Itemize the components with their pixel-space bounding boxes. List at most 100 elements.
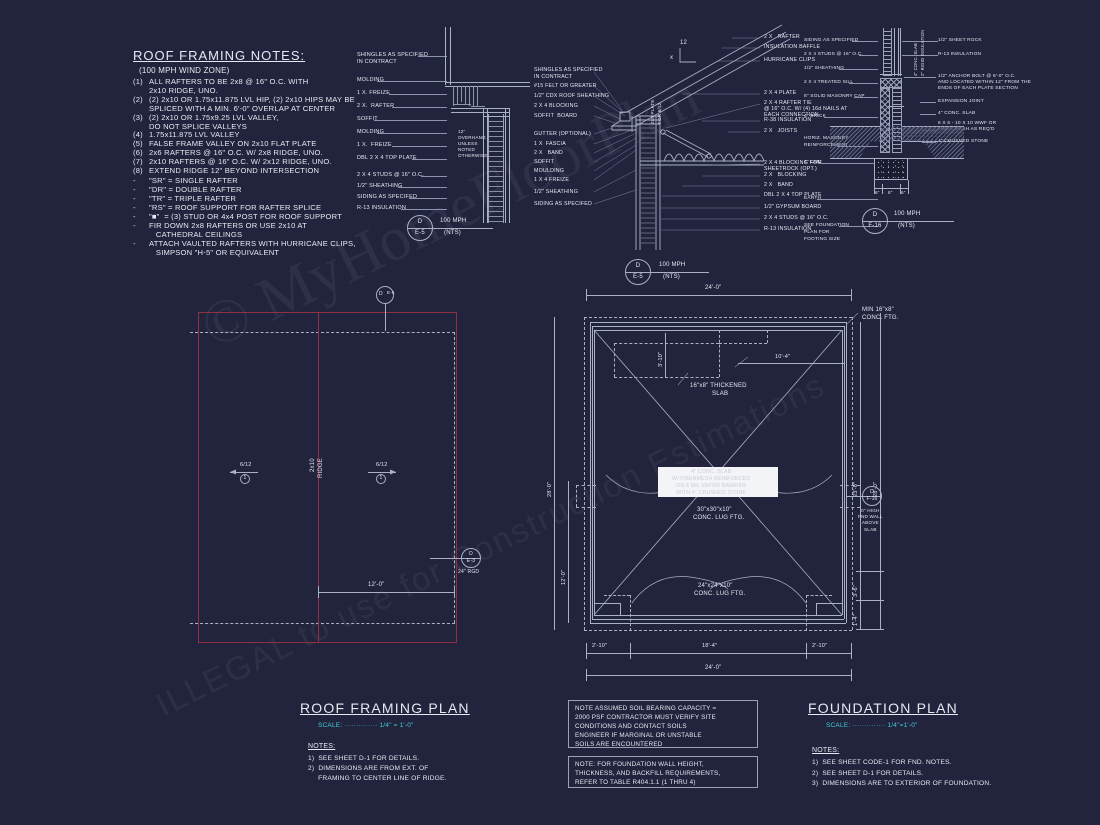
bullet-dash-icon xyxy=(133,249,149,258)
fnd-dim-left-outer-text: 28'-0" xyxy=(547,481,553,497)
leader-line xyxy=(902,41,938,42)
fnd-dim-bottom-total-text: 24'-0" xyxy=(705,665,722,671)
detail-rake-note2: (NTS) xyxy=(663,274,680,280)
detail-rake-label-right: 2 X 4 STUDS @ 16" O.C. xyxy=(764,215,829,221)
detail-foundation-vertical-note: 4" CONC. SLAB xyxy=(913,43,918,76)
detail-foundation-label-right: 6 X 6 - 10 X 10 WWF OR xyxy=(938,121,997,126)
detail-foundation-label-left: 2 X 4 STUDS @ 16" O.C. xyxy=(804,52,863,57)
detail-foundation-label-left: 2 X 4 TREATED SILL xyxy=(804,80,854,85)
leader-line xyxy=(824,117,878,118)
fnd-interior-dim-h xyxy=(738,363,844,364)
fnd-callout-min-ftg-2: CONC. FTG. xyxy=(862,315,899,321)
detail-foundation-label-left: PLAN FOR xyxy=(804,230,830,235)
roof-dim-line xyxy=(318,592,454,593)
detail-foundation-label-right: ENDS OF EACH PLATE SECTION xyxy=(938,86,1019,91)
leader-line xyxy=(400,209,447,210)
foundation-plan: 24'-0" xyxy=(547,285,900,681)
fnd-callout-lug24-2: CONC. LUG FTG. xyxy=(694,591,746,597)
detail-foundation-label-left: 4" CMU xyxy=(804,160,822,165)
detail-rake-label-left: SOFFIT BOARD xyxy=(534,113,578,119)
fnd-wall-note-line: REFER TO TABLE R404.1.1 (1 THRU 4) xyxy=(575,778,696,786)
pitch-mark-x: x xyxy=(670,55,674,61)
roof-note-line: (8)EXTEND RIDGE 12" BEYOND INTERSECTION xyxy=(133,166,356,176)
detail-bubble-sheet: F-16 xyxy=(868,222,882,229)
detail-bubble-letter: D xyxy=(635,263,641,270)
detail-foundation-label-left: 4" BRICK xyxy=(804,114,826,119)
detail-rake-label-right: 2 X BAND xyxy=(764,182,794,188)
leader-line xyxy=(377,81,447,82)
leader-line xyxy=(374,120,447,121)
roof-note-bullet: SIMPSON "H-5" OR EQUIVALENT xyxy=(133,247,356,258)
detail-rake-label-right: 1/2" GYPSUM BOARD xyxy=(764,204,822,210)
foundation-plan-note: 3) DIMENSIONS ARE TO EXTERIOR OF FOUNDAT… xyxy=(812,779,992,787)
framing-outline-bottom xyxy=(190,623,455,624)
detail-eave-inline-note: NOTED xyxy=(458,147,476,152)
leader-line xyxy=(920,102,936,103)
roof-note-bullet-text: "SR" = SINGLE RAFTER xyxy=(149,176,238,186)
rafter-tag-number: 1 xyxy=(243,475,247,482)
foundation-plan-note: 1) SEE SHEET CODE-1 FOR FND. NOTES. xyxy=(812,759,952,767)
roof-note-number: (7) xyxy=(133,157,143,167)
fnd-bubble-extra-line: FND WALL xyxy=(858,514,883,520)
detail-bubble-letter: D xyxy=(417,219,423,226)
roof-note-bullet: -"SR" = SINGLE RAFTER xyxy=(133,176,356,186)
roof-note-bullet: -"RS" = ROOF SUPPORT FOR RAFTER SPLICE xyxy=(133,203,356,213)
detail-foundation-label-right: 4" CONC. SLAB xyxy=(938,111,976,116)
fnd-soil-note-line: NOTE ASSUMED SOIL BEARING CAPACITY = xyxy=(575,705,717,712)
roof-note-bullet-text: "RS" = ROOF SUPPORT FOR RAFTER SPLICE xyxy=(149,203,322,213)
roof-note-number: (5) xyxy=(133,139,143,149)
roof-note-bullet: -"TR" = TRIPLE RAFTER xyxy=(133,194,356,204)
roof-note-text: (2) 2x10 OR 1.75x9.25 LVL VALLEY, xyxy=(149,112,279,122)
bullet-dash-icon: - xyxy=(133,212,136,222)
roof-plan-bubble-right: D E-3 xyxy=(461,548,481,568)
leader-line xyxy=(412,159,447,160)
detail-foundation-label-left: 8" SOLID MASONRY CAP xyxy=(804,94,865,99)
leader-line xyxy=(397,187,447,188)
roof-note-bullet-text: SIMPSON "H-5" OR EQUIVALENT xyxy=(149,247,280,257)
roof-framing-plan: 2x10 RIDGE 6/12 1 6/12 1 12'-0" D xyxy=(190,286,481,660)
bubble-letter: D xyxy=(870,488,874,495)
roof-note-bullet: -FIR DOWN 2x8 RAFTERS OR USE 2x10 AT xyxy=(133,221,356,231)
roof-note-number: (2) xyxy=(133,94,143,104)
fnd-dim-bottom-seg-line xyxy=(586,653,851,654)
detail-bubble-rake: D E-5 xyxy=(625,259,651,285)
detail-rake-vertical-note: FOR 6/12 xyxy=(657,102,662,124)
fnd-note-box-wall: NOTE: FOR FOUNDATION WALL HEIGHT,THICKNE… xyxy=(568,756,758,788)
detail-eave-label: 1 X. FREIZE xyxy=(357,90,391,96)
roof-note-line: (2)(2) 2x10 OR 1.75x11.875 LVL HIP, (2) … xyxy=(133,94,356,105)
roof-note-line: (1)ALL RAFTERS TO BE 2x8 @ 16" O.C. WITH xyxy=(133,77,356,87)
roof-plan-title: ROOF FRAMING PLAN xyxy=(300,700,470,716)
fnd-dim-bottom-seg3: 2'-10" xyxy=(812,643,828,649)
bubble-letter: D xyxy=(379,291,383,297)
detail-foundation-label-left: FOOTING SIZE xyxy=(804,237,841,242)
pitch-mark-12: 12 xyxy=(680,40,688,46)
fnd-slab-note-line: 4" CONC. SLAB xyxy=(691,469,732,475)
fnd-soil-note-line: SOILS ARE ENCOUNTERED xyxy=(575,740,663,748)
fnd-soil-note-line: CONDITIONS AND CONTACT SOILS xyxy=(575,722,687,730)
wall-stud-hatch xyxy=(883,28,892,76)
detail-eave-label: SOFFIT xyxy=(357,116,378,122)
roof-note-line: (7) 2x10 RAFTERS @ 16" O.C. W/ 2x12 RIDGE… xyxy=(133,157,356,167)
roof-note-bullet: CATHEDRAL CEILINGS xyxy=(133,230,356,240)
detail-foundation-label-right: AND LOCATED WITHIN 12" FROM THE xyxy=(938,80,1032,85)
detail-foundation-label-right: 1/2" ANCHOR BOLT @ 6'-0" O.C. xyxy=(938,74,1016,79)
fnd-dim-bottom-seg1: 2'-10" xyxy=(592,643,608,649)
roof-note-text: 2x10 RAFTERS @ 16" O.C. W/ 2x12 RIDGE, U… xyxy=(149,157,332,167)
fnd-dim-right-seg2: 1'-4" xyxy=(853,614,859,626)
roof-note-bullet: -ATTACH VAULTED RAFTERS WITH HURRICANE C… xyxy=(133,239,356,249)
roof-note-line: (5)FALSE FRAME VALLEY ON 2x10 FLAT PLATE xyxy=(133,139,356,149)
detail-rake-label-left: SIDING AS SPECIFED xyxy=(534,201,593,207)
roof-note-line: (6)2x6 RAFTERS @ 16" O.C. W/ 2x8 RIDGE, … xyxy=(133,148,356,158)
detail-rake-label-right: 2 X 4 PLATE xyxy=(764,90,797,96)
leader-line xyxy=(902,55,938,56)
detail-eave-inline-note: 12" xyxy=(458,129,466,134)
leader-line xyxy=(816,199,878,200)
detail-rake-label-right: 2 X BLOCKING xyxy=(764,172,807,178)
fnd-interior-dim-v-text: 3'-10" xyxy=(658,351,664,367)
detail-foundation-note1: 100 MPH xyxy=(894,211,921,217)
detail-eave-inline-note: OVERHANG xyxy=(458,135,486,140)
leader-line xyxy=(839,69,878,70)
fnd-dim-right-inner-line xyxy=(860,322,861,571)
